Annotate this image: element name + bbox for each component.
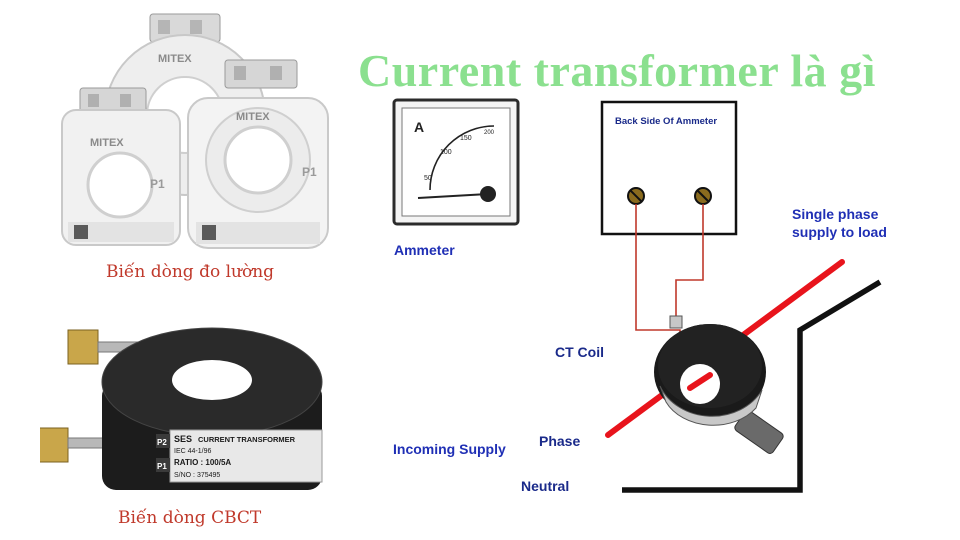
- cbct-brand-mark: SES: [174, 434, 192, 444]
- supply-label-line1: Single phase: [792, 206, 879, 222]
- phase-label: Phase: [539, 433, 581, 449]
- scale-label: 50: [424, 175, 432, 182]
- neutral-label: Neutral: [521, 478, 570, 494]
- terminal-p1-label: P1: [302, 165, 317, 179]
- scale-label: 150: [460, 135, 472, 142]
- page-title: Current transformer là gì: [358, 45, 876, 96]
- measuring-ct-right: MITEX P1: [187, 59, 329, 249]
- incoming-supply-label: Incoming Supply: [393, 441, 506, 457]
- product-illustrations: MITEX MITEX P1 MITEX P1: [40, 13, 329, 490]
- ammeter-unit-label: A: [414, 119, 424, 135]
- ammeter-back-side: [600, 100, 738, 236]
- ammeter-label: Ammeter: [394, 242, 455, 258]
- terminal-p1-label: P1: [157, 462, 167, 471]
- cbct-transformer: P2 P1 SES CURRENT TRANSFORMER IEC 44-1/9…: [40, 327, 323, 490]
- ct-secondary-wire: [675, 204, 704, 318]
- neutral-wire: [622, 279, 882, 493]
- brand-mark: MITEX: [236, 111, 270, 123]
- cbct-plate-line4: S/NO : 375495: [174, 472, 220, 479]
- terminal-p2-label: P2: [157, 438, 167, 447]
- back-side-label: Back Side Of Ammeter: [615, 116, 718, 127]
- cbct-caption: Biến dòng CBCT: [118, 508, 262, 528]
- measuring-ct-left: MITEX P1: [61, 87, 181, 246]
- brand-mark: MITEX: [158, 53, 192, 65]
- supply-label-line2: supply to load: [792, 224, 887, 240]
- ct-wiring-diagram: A 50 100 150 200: [392, 98, 882, 493]
- ct-coil-label: CT Coil: [555, 344, 604, 360]
- measuring-ct-caption: Biến dòng đo lường: [106, 262, 275, 282]
- cbct-plate-line2: IEC 44-1/96: [174, 448, 211, 455]
- cbct-plate-line1: CURRENT TRANSFORMER: [198, 435, 296, 444]
- ammeter-front: A 50 100 150 200: [392, 98, 520, 226]
- cbct-plate-line3: RATIO : 100/5A: [174, 458, 231, 467]
- scale-label: 100: [440, 149, 452, 156]
- terminal-p1-label: P1: [150, 177, 165, 191]
- ct-coil: [654, 315, 784, 454]
- scale-label: 200: [484, 130, 495, 136]
- brand-mark: MITEX: [90, 137, 124, 149]
